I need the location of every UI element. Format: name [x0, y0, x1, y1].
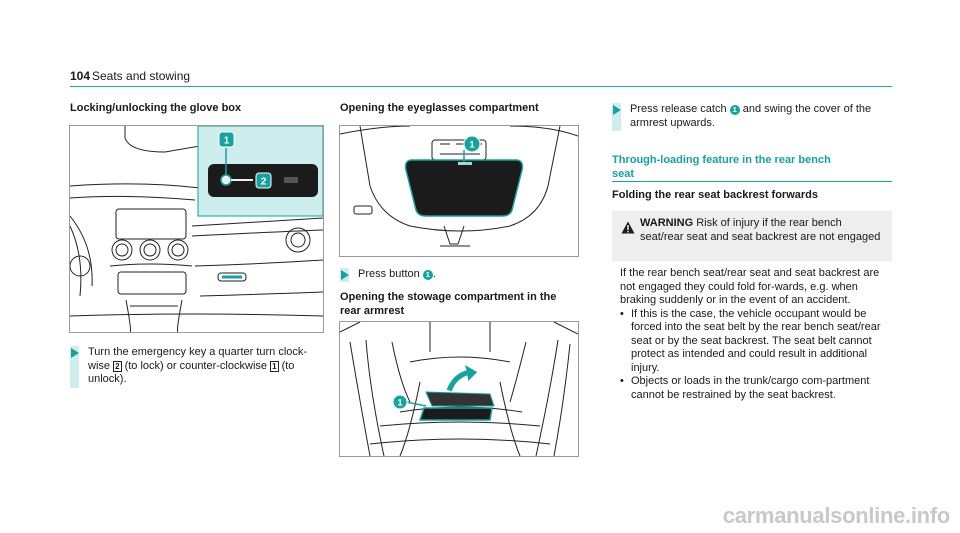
section-rule — [612, 181, 892, 182]
callout-1-icon: 1 — [218, 131, 235, 148]
armrest-illustration: 1 — [339, 321, 579, 457]
warning-text: If the rear bench seat/rear seat and sea… — [620, 267, 880, 306]
callout-2-icon: 2 — [255, 172, 272, 189]
swing-arrow-icon — [445, 362, 479, 393]
through-loading-heading: Through-loading feature in the rear benc… — [612, 154, 831, 180]
key-position-1-badge: 1 — [270, 360, 279, 372]
step-arrow-icon — [71, 348, 79, 358]
rear-armrest-drawing: 1 — [340, 322, 578, 456]
warning-body: If the rear bench seat/rear seat and sea… — [612, 261, 892, 461]
eyeglasses-illustration: 1 — [339, 125, 579, 257]
key-position-2-badge: 2 — [113, 360, 122, 372]
armrest-step: Press release catch 1 and swing the cove… — [612, 103, 872, 131]
callout-1-icon: 1 — [463, 135, 481, 153]
warning-label: WARNING — [640, 217, 694, 229]
eyeglasses-step: Press button 1. — [340, 268, 580, 282]
armrest-cover — [418, 407, 493, 421]
warning-title: Risk of injury if the rear bench seat/re… — [640, 217, 881, 243]
warning-triangle-icon — [621, 221, 635, 239]
svg-text:2: 2 — [261, 177, 267, 188]
step-arrow-icon — [613, 105, 621, 115]
warning-box: WARNING Risk of injury if the rear bench… — [612, 211, 892, 461]
stowage-heading: Opening the stowage compartment in the r… — [340, 291, 557, 317]
svg-text:1: 1 — [397, 398, 402, 408]
glove-box-illustration: 1 2 — [69, 125, 324, 333]
svg-text:1: 1 — [469, 140, 474, 150]
svg-text:1: 1 — [224, 136, 230, 147]
folding-heading: Folding the rear seat backrest forwards — [612, 189, 819, 201]
button-1-badge: 1 — [422, 270, 433, 280]
page-header-title: Seats and stowing — [92, 69, 191, 83]
warning-bullet: If this is the case, the vehicle occupan… — [620, 308, 886, 376]
glove-box-step: Turn the emergency key a quarter turn cl… — [70, 346, 325, 388]
glove-box-heading: Locking/unlocking the glove box — [70, 102, 242, 114]
watermark: carmanualsonline.info — [722, 503, 951, 528]
overhead-console-drawing: 1 — [340, 126, 578, 247]
header-rule — [70, 86, 892, 87]
eyeglasses-heading: Opening the eyeglasses compartment — [340, 102, 539, 114]
callout-1-icon: 1 — [392, 394, 408, 410]
dashboard-drawing: 1 2 — [70, 126, 323, 332]
step-arrow-icon — [341, 270, 349, 280]
release-catch-1-badge: 1 — [729, 105, 740, 115]
warning-bullet: Objects or loads in the trunk/cargo com-… — [620, 375, 886, 402]
page-number: 104 — [70, 69, 91, 83]
eyeglasses-compartment — [404, 159, 524, 217]
warning-bullets: If this is the case, the vehicle occupan… — [620, 308, 886, 403]
